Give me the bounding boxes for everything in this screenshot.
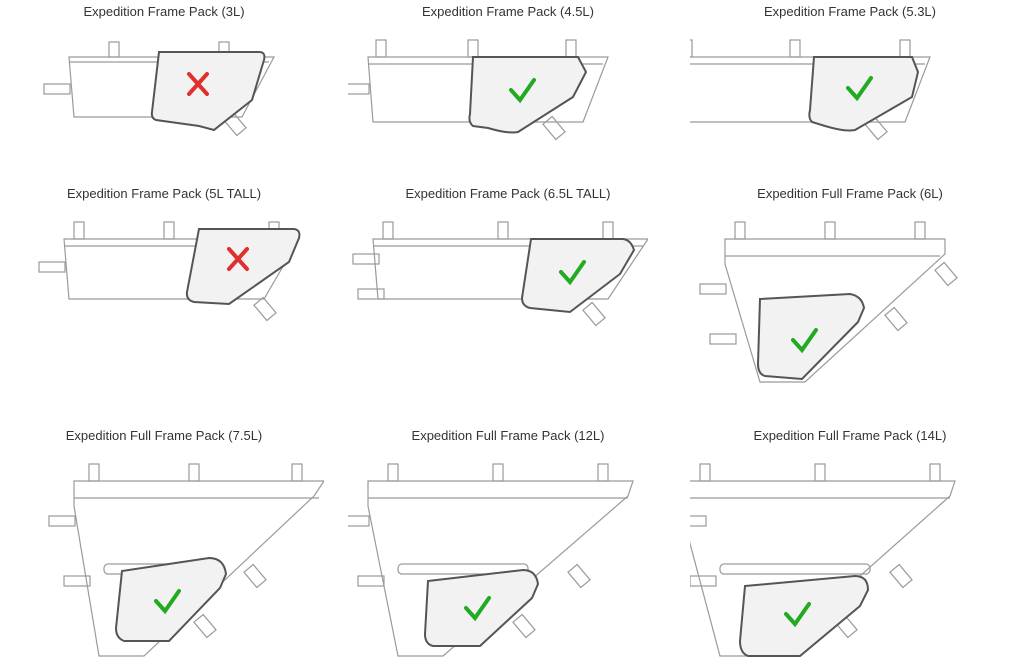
frame-diagram xyxy=(690,463,956,657)
pack-title: Expedition Frame Pack (3L) xyxy=(83,4,245,19)
pack-card-5-3l: Expedition Frame Pack (5.3L) xyxy=(690,4,1010,214)
pack-title: Expedition Frame Pack (4.5L) xyxy=(422,4,594,19)
frame-diagram xyxy=(43,41,275,137)
frame-diagram xyxy=(38,221,301,322)
pack-title: Expedition Frame Pack (5L TALL) xyxy=(66,186,262,201)
pack-title: Expedition Full Frame Pack (14L) xyxy=(753,428,947,443)
pack-card-full-14l: Expedition Full Frame Pack (14L) xyxy=(690,428,1010,657)
cross-icon xyxy=(227,247,249,271)
pack-card-6-5l-tall: Expedition Frame Pack (6.5L TALL) xyxy=(348,186,668,396)
frame-diagram xyxy=(348,39,609,141)
check-icon xyxy=(154,589,181,615)
check-icon xyxy=(559,260,586,286)
pack-shape xyxy=(808,56,920,132)
check-icon xyxy=(464,596,491,622)
check-icon xyxy=(509,78,536,104)
pack-title: Expedition Full Frame Pack (6L) xyxy=(757,186,943,201)
frame-diagram xyxy=(348,463,634,657)
check-icon xyxy=(784,602,811,628)
pack-title: Expedition Full Frame Pack (12L) xyxy=(411,428,605,443)
pack-card-5l-tall: Expedition Frame Pack (5L TALL) xyxy=(4,186,324,396)
pack-card-3l: Expedition Frame Pack (3L) xyxy=(4,4,324,214)
frame-outline xyxy=(48,463,324,657)
frame-diagram xyxy=(48,463,324,657)
pack-title: Expedition Frame Pack (6.5L TALL) xyxy=(405,186,611,201)
pack-card-full-6l: Expedition Full Frame Pack (6L) xyxy=(690,186,1010,396)
cross-icon xyxy=(187,72,209,96)
pack-shape xyxy=(468,56,588,134)
pack-card-full-12l: Expedition Full Frame Pack (12L) xyxy=(348,428,668,657)
check-icon xyxy=(791,328,818,354)
pack-shape xyxy=(520,238,636,314)
check-icon xyxy=(846,76,873,102)
frame-diagram xyxy=(699,221,958,383)
pack-card-4-5l: Expedition Frame Pack (4.5L) xyxy=(348,4,668,214)
pack-shape xyxy=(150,51,266,132)
frame-outline xyxy=(348,463,634,657)
pack-title: Expedition Full Frame Pack (7.5L) xyxy=(65,428,263,443)
pack-title: Expedition Frame Pack (5.3L) xyxy=(764,4,936,19)
pack-shape xyxy=(738,574,870,657)
frame-diagram xyxy=(690,39,931,141)
frame-diagram xyxy=(352,221,648,327)
pack-card-full-7-5l: Expedition Full Frame Pack (7.5L) xyxy=(4,428,324,657)
frame-outline xyxy=(699,221,958,383)
